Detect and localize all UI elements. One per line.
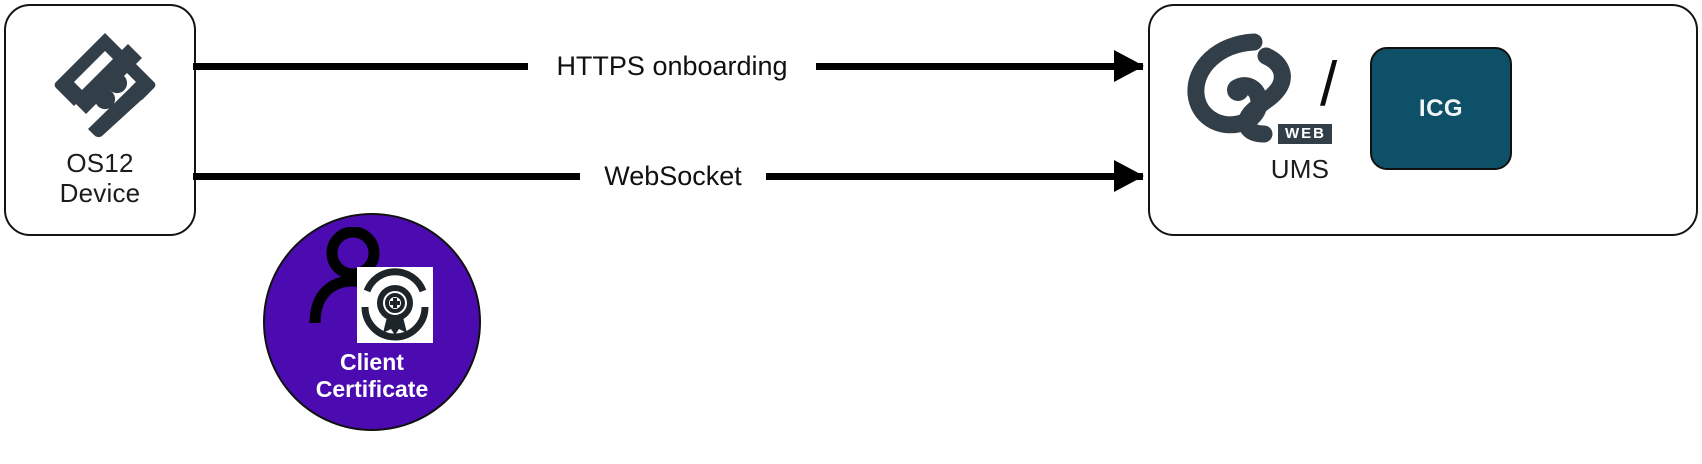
device-label-line2: Device bbox=[59, 178, 141, 208]
ums-icg-separator: / bbox=[1320, 50, 1338, 119]
os12-brand-mark-icon bbox=[50, 30, 160, 140]
connector-websocket-arrowhead-icon bbox=[1114, 160, 1144, 192]
node-ums[interactable]: WEB / ICG UMS bbox=[1148, 4, 1698, 236]
client-certificate-label: Client Certificate bbox=[265, 349, 479, 403]
ums-web-tag: WEB bbox=[1278, 124, 1332, 144]
connector-https-line-right bbox=[803, 63, 1143, 70]
node-os12-device[interactable]: OS12 Device bbox=[4, 4, 196, 236]
device-label-line1: OS12 bbox=[66, 148, 134, 178]
cert-label-line2: Certificate bbox=[315, 376, 429, 402]
connector-websocket-line-right bbox=[757, 173, 1143, 180]
connector-websocket-line-left bbox=[193, 173, 583, 180]
client-certificate-badge[interactable]: Client Certificate bbox=[263, 213, 481, 431]
certificate-seal-icon bbox=[357, 267, 433, 343]
node-ums-label: UMS bbox=[1270, 154, 1330, 184]
connector-https-label: HTTPS onboarding bbox=[528, 51, 816, 81]
cert-label-line1: Client bbox=[340, 349, 404, 375]
icg-chip-label: ICG bbox=[1418, 94, 1464, 122]
connector-https-arrowhead-icon bbox=[1114, 50, 1144, 82]
ums-brand-mark-icon: WEB bbox=[1180, 28, 1332, 148]
node-os12-device-label: OS12 Device bbox=[6, 148, 194, 208]
connector-websocket-label: WebSocket bbox=[580, 161, 766, 191]
connector-https-line-left bbox=[193, 63, 533, 70]
icg-chip[interactable]: ICG bbox=[1370, 47, 1512, 170]
